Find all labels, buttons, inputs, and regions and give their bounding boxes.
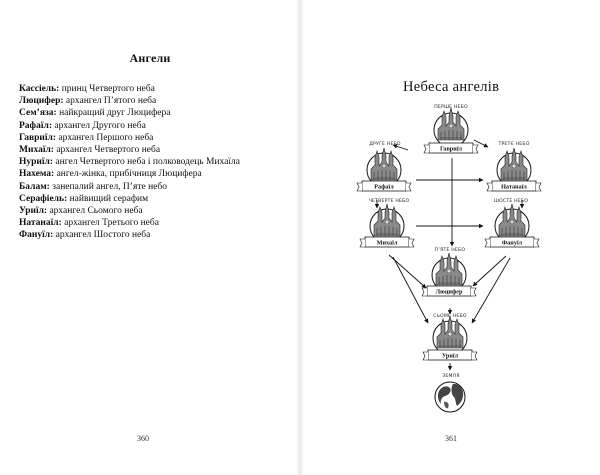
angel-description: ангел Четвертого неба і полководець Миха… <box>55 157 240 168</box>
list-item: Натанаїл: архангел Третього неба <box>19 217 289 229</box>
angel-label-seventh: Уриїл <box>442 352 459 359</box>
angel-description: архангел П’ятого неба <box>65 96 157 107</box>
cathedral-icon <box>436 315 464 349</box>
heaven-node-sixth: ШОСТЕ НЕБО Фануїл <box>484 198 540 248</box>
angel-name: Фануїл: <box>19 230 54 241</box>
heaven-node-fourth: ЧЕТВЕРТЕ НЕБО Михаїл <box>359 198 415 248</box>
list-item: Балам: занепалий ангел, П’яте небо <box>19 181 289 193</box>
heaven-label-second: ДРУГЕ НЕБО <box>369 141 401 147</box>
heaven-label-sixth: ШОСТЕ НЕБО <box>494 198 528 204</box>
list-item: Нахема: ангел-жінка, прибічниця Люцифера <box>19 168 289 180</box>
angel-label-second: Рафаїл <box>374 183 394 190</box>
angel-description: ангел-жінка, прибічниця Люцифера <box>56 169 202 180</box>
angel-label-first: Гавриїл <box>440 145 463 152</box>
heaven-node-second: ДРУГЕ НЕБО Рафаїл <box>356 141 412 192</box>
cathedral-icon <box>498 203 526 237</box>
heaven-label-third: ТРЕТЄ НЕБО <box>497 141 529 147</box>
angel-label-fourth: Михаїл <box>377 239 398 246</box>
angel-list: Кассіель: принц Четвертого неба Люцифер:… <box>19 83 289 242</box>
cathedral-icon <box>373 203 401 237</box>
book-gutter <box>296 0 304 475</box>
angel-label-sixth: Фануїл <box>502 239 523 246</box>
list-item: Кассіель: принц Четвертого неба <box>19 83 289 95</box>
cathedral-icon <box>437 107 465 141</box>
heaven-node-third: ТРЕТЄ НЕБО Натанаїл <box>486 141 542 192</box>
angel-name: Натанаїл: <box>19 218 62 229</box>
angel-description: найвищий серафим <box>69 193 149 204</box>
angel-name: Сем’яза: <box>19 108 57 119</box>
angel-name: Серафіель: <box>19 193 68 204</box>
angel-description: архангел Першого неба <box>58 132 154 143</box>
angel-label-third: Натанаїл <box>501 183 527 190</box>
heavens-diagram: ПЕРШЕ НЕБО Гавриїл ДРУГЕ НЕБО Рафаїл ТРЕ… <box>356 104 542 413</box>
connection-arrows <box>374 139 525 371</box>
left-page-title: Ангели <box>129 51 171 65</box>
angel-description: архангел Шостого неба <box>55 230 151 241</box>
angel-description: архангел Третього неба <box>64 218 159 229</box>
angel-name: Уриїл: <box>19 206 48 217</box>
angel-name: Михаїл: <box>19 145 54 156</box>
list-item: Гавриїл: архангел Першого неба <box>19 132 289 144</box>
continent-shape <box>444 401 449 409</box>
cathedral-icon <box>370 147 398 181</box>
angel-description: принц Четвертого неба <box>61 84 155 94</box>
angel-name: Гавриїл: <box>19 132 56 143</box>
heaven-label-fifth: П’ЯТЕ НЕБО <box>435 247 466 253</box>
heaven-node-first: ПЕРШЕ НЕБО Гавриїл <box>423 104 479 154</box>
list-item: Люцифер: архангел П’ятого неба <box>19 95 289 107</box>
list-item: Рафаїл: архангел Другого неба <box>19 120 289 132</box>
diagram-title: Небеса ангелів <box>403 79 500 95</box>
heaven-node-fifth: П’ЯТЕ НЕБО Люцифер <box>421 247 477 297</box>
angel-name: Нуриїл: <box>19 157 54 168</box>
cathedral-icon <box>500 147 528 181</box>
angel-label-fifth: Люцифер <box>436 288 463 295</box>
angel-name: Балам: <box>19 181 50 192</box>
cathedral-icon <box>435 252 463 286</box>
earth-node: ЗЕМЛЯ <box>434 373 466 413</box>
angel-name: Люцифер: <box>19 96 64 107</box>
heaven-label-fourth: ЧЕТВЕРТЕ НЕБО <box>369 198 410 204</box>
heaven-node-seventh: СЬОМЕ НЕБО Уриїл <box>422 313 478 361</box>
list-item: Нуриїл: ангел Четвертого неба і полковод… <box>19 156 289 168</box>
angel-description: архангел Другого неба <box>54 120 146 131</box>
page-number-right: 361 <box>445 434 457 443</box>
page-number-left: 360 <box>137 434 149 443</box>
heaven-label-first: ПЕРШЕ НЕБО <box>434 104 468 110</box>
left-page: Ангели Кассіель: принц Четвертого неба Л… <box>19 51 289 443</box>
list-item: Уриїл: архангел Сьомого неба <box>19 205 289 217</box>
right-page: Небеса ангелів <box>300 0 600 475</box>
angel-description: архангел Сьомого неба <box>49 206 143 217</box>
angel-description: архангел Четвертого неба <box>56 145 161 156</box>
list-item: Михаїл: архангел Четвертого неба <box>19 144 289 156</box>
earth-label: ЗЕМЛЯ <box>442 373 459 379</box>
continent-shape <box>451 383 464 406</box>
angel-name: Кассіель: <box>19 84 60 94</box>
list-item: Серафіель: найвищий серафим <box>19 193 289 205</box>
list-item: Сем’яза: найкращий друг Люцифера <box>19 107 289 119</box>
angel-name: Нахема: <box>19 169 55 180</box>
angel-description: найкращий друг Люцифера <box>59 108 171 119</box>
angel-name: Рафаїл: <box>19 120 53 131</box>
list-item: Фануїл: архангел Шостого неба <box>19 229 289 241</box>
continent-shape <box>437 386 451 404</box>
angel-description: занепалий ангел, П’яте небо <box>52 181 167 192</box>
